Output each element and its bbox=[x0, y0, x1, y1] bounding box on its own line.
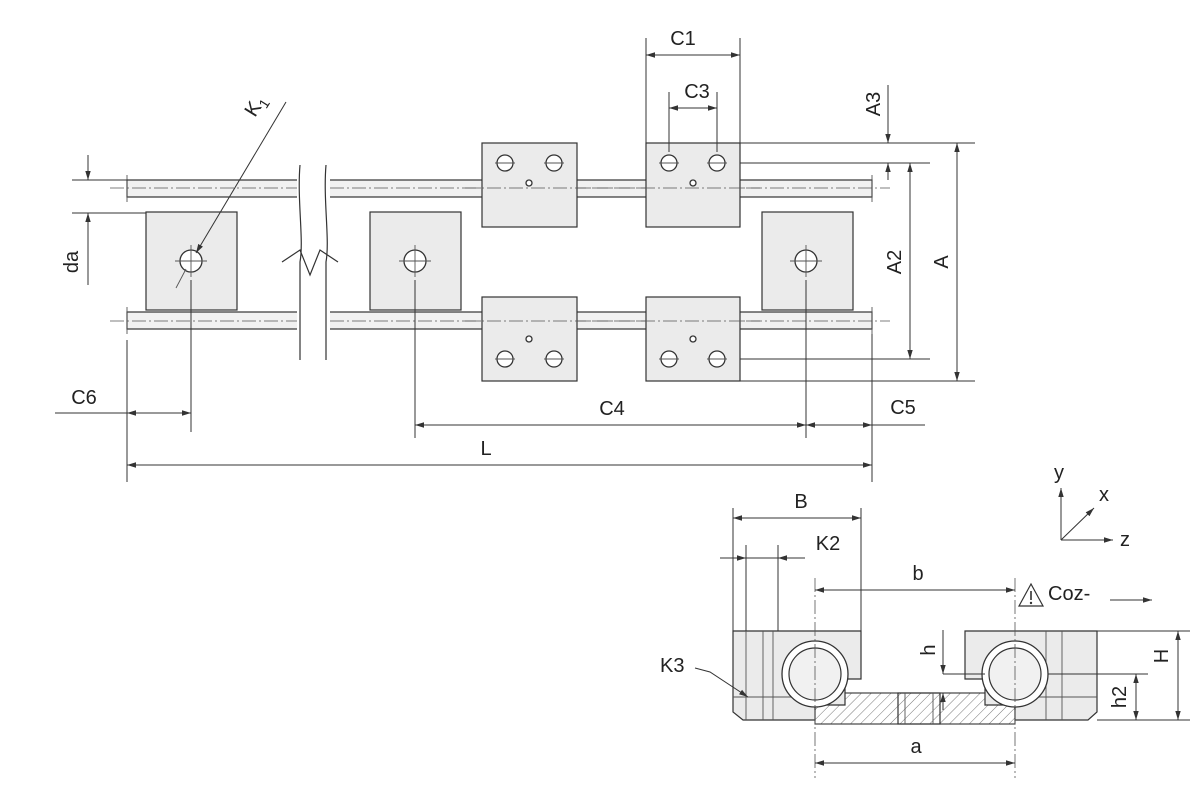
label-H: H bbox=[1151, 649, 1173, 663]
coordinate-axes-icon: y x z bbox=[1054, 462, 1130, 551]
axis-y-label: y bbox=[1054, 462, 1064, 484]
dimension-H: H bbox=[1097, 630, 1190, 721]
dimension-c4: C4 bbox=[414, 280, 807, 438]
label-c1: C1 bbox=[670, 28, 696, 50]
dimension-a-lower: a bbox=[815, 736, 1015, 766]
dimension-h2: h2 bbox=[1048, 673, 1148, 720]
label-c6: C6 bbox=[71, 387, 97, 409]
label-a-lower: a bbox=[910, 736, 922, 758]
dimension-k2: K2 bbox=[720, 533, 840, 561]
dimension-h: h bbox=[918, 630, 985, 710]
dimension-a2: A2 bbox=[740, 163, 930, 360]
dimension-c5: C5 bbox=[806, 334, 925, 482]
housing-right bbox=[964, 630, 1098, 721]
dimension-a: A bbox=[740, 143, 975, 382]
label-c3: C3 bbox=[684, 81, 710, 103]
axis-x-label: x bbox=[1099, 484, 1109, 506]
label-l: L bbox=[480, 438, 491, 460]
dimension-c3: C3 bbox=[668, 81, 718, 152]
label-c5: C5 bbox=[890, 397, 916, 419]
callout-k3: K3 bbox=[660, 655, 749, 698]
load-indicator: Coz- bbox=[1017, 582, 1152, 607]
axis-z-label: z bbox=[1120, 529, 1130, 551]
label-k2: K2 bbox=[816, 533, 840, 555]
label-h: h bbox=[918, 644, 940, 655]
label-coz: Coz- bbox=[1048, 583, 1090, 605]
dimension-c1: C1 bbox=[645, 28, 741, 143]
dimension-l: L bbox=[127, 438, 872, 468]
dimension-c6: C6 bbox=[55, 280, 192, 482]
label-da: da bbox=[61, 250, 83, 273]
dimension-da: da bbox=[61, 155, 146, 285]
label-k1: K1 bbox=[241, 91, 274, 122]
section-view bbox=[732, 508, 1098, 778]
label-c4: C4 bbox=[599, 398, 625, 420]
label-a: A bbox=[931, 255, 953, 269]
break-line-icon bbox=[281, 164, 339, 360]
label-b-lower: b bbox=[912, 563, 923, 585]
dimension-b-spacing: b bbox=[815, 563, 1015, 593]
label-a2: A2 bbox=[884, 250, 906, 274]
label-b-upper: B bbox=[794, 491, 807, 513]
label-h2: h2 bbox=[1109, 686, 1131, 708]
label-a3: A3 bbox=[863, 92, 885, 116]
warning-triangle-icon bbox=[1017, 582, 1045, 607]
label-k3: K3 bbox=[660, 655, 684, 677]
dimension-a3: A3 bbox=[740, 85, 975, 180]
top-view bbox=[110, 142, 890, 382]
dimension-b-width: B bbox=[733, 491, 861, 521]
